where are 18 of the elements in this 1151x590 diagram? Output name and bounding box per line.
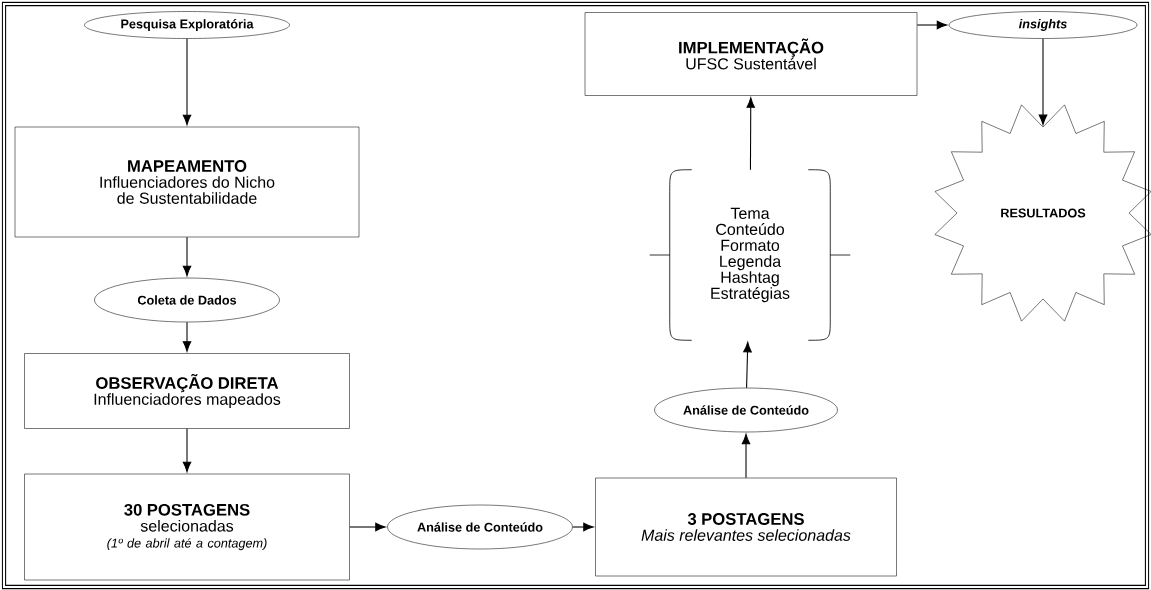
process-box: IMPLEMENTAÇÃO UFSC Sustentável bbox=[584, 12, 918, 96]
arrow bbox=[743, 341, 752, 389]
bracket-list: Tema Conteúdo Formato Legenda Hashtag Estratégias bbox=[649, 169, 851, 341]
arrow bbox=[741, 433, 751, 479]
arrow bbox=[916, 20, 948, 30]
process-box: OBSERVAÇÃO DIRETA Influenciadores mapeados bbox=[24, 353, 350, 429]
arrow bbox=[182, 428, 192, 473]
arrow bbox=[349, 522, 386, 532]
process-box: MAPEAMENTO Influenciadores do Nicho de Sustentabilidade bbox=[14, 126, 360, 238]
arrow bbox=[746, 97, 755, 171]
starburst: RESULTADOS bbox=[934, 104, 1151, 322]
arrow bbox=[182, 38, 192, 126]
arrow bbox=[182, 236, 192, 277]
arrow bbox=[572, 522, 594, 532]
arrow bbox=[1038, 38, 1048, 126]
process-box: 3 POSTAGENS Mais relevantes selecionadas bbox=[595, 477, 897, 577]
arrow bbox=[182, 321, 192, 352]
process-box: 30 POSTAGENS selecionadas (1º de abril até a contagem) bbox=[24, 473, 350, 581]
